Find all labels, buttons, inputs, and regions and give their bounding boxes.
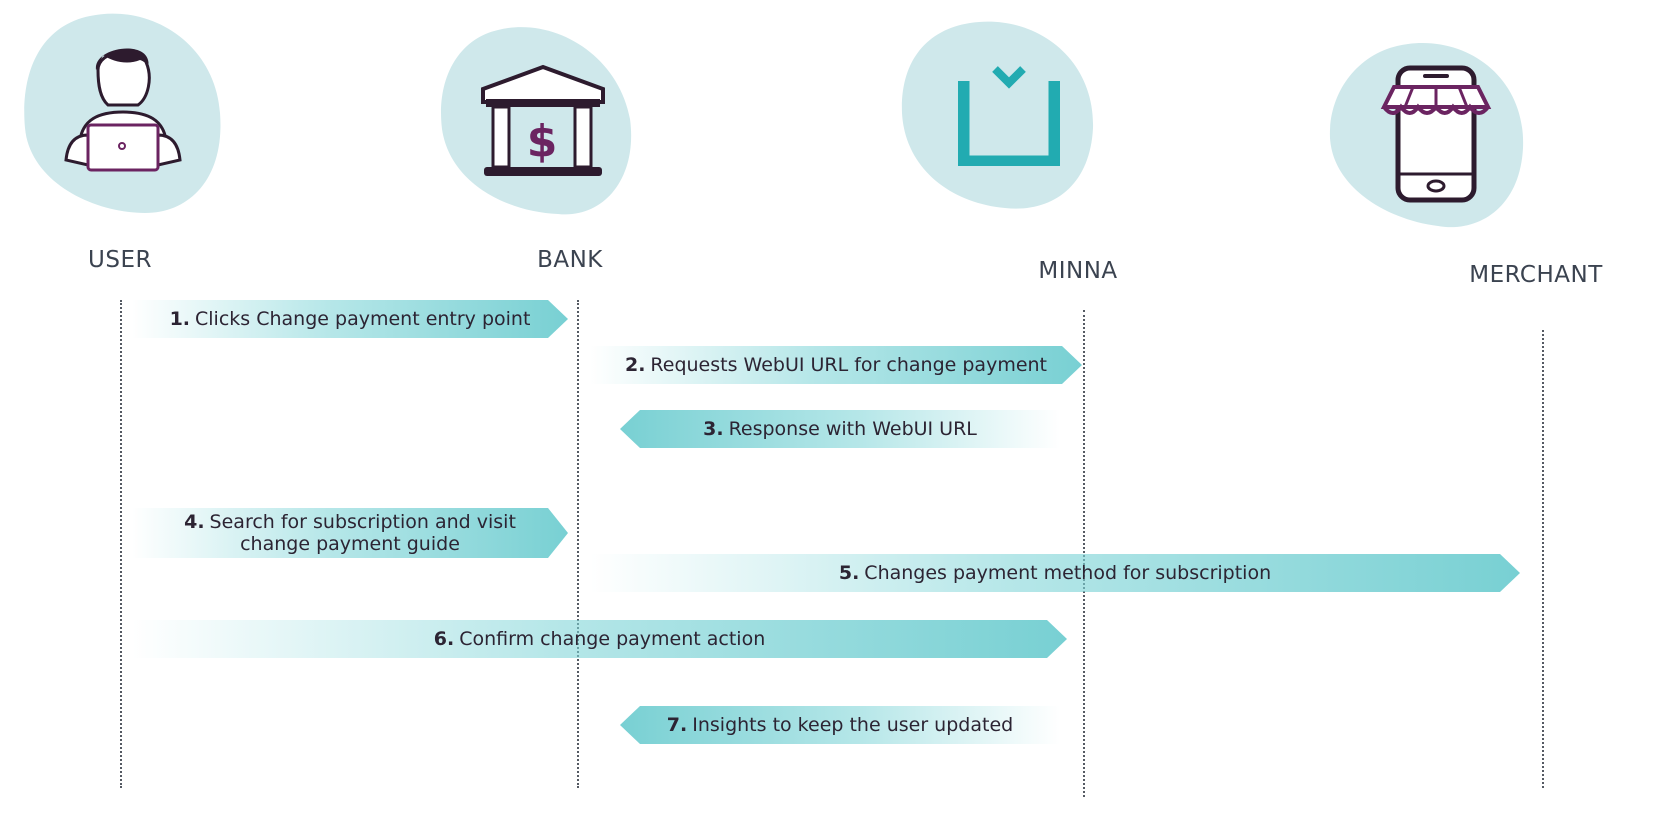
message-arrow-2: 2.Requests WebUI URL for change payment [590, 346, 1082, 384]
step-number: 5. [838, 562, 860, 584]
actor-label-minna: MINNA [1038, 258, 1118, 284]
lifeline-minna [1083, 310, 1085, 797]
step-number: 4. [184, 511, 205, 533]
step-number: 6. [433, 628, 455, 650]
actor-label-merchant: MERCHANT [1469, 262, 1603, 288]
lifeline-bank [577, 300, 579, 788]
message-arrow-7: 7.Insights to keep the user updated [620, 706, 1060, 744]
lifeline-user [120, 300, 122, 788]
lifeline-merchant [1542, 330, 1544, 788]
message-arrow-1: 1.Clicks Change payment entry point [132, 300, 568, 338]
step-number: 7. [666, 714, 688, 736]
step-text: Requests WebUI URL for change payment [650, 354, 1048, 376]
step-text: Insights to keep the user updated [692, 714, 1014, 736]
step-text: Response with WebUI URL [728, 418, 977, 440]
step-number: 2. [624, 354, 646, 376]
message-arrow-3: 3.Response with WebUI URL [620, 410, 1060, 448]
actor-label-bank: BANK [537, 247, 603, 273]
step-text: Confirm change payment action [459, 628, 766, 650]
person-laptop-icon [64, 48, 182, 172]
message-arrow-4: 4.Search for subscription and visit chan… [132, 508, 568, 558]
actor-label-user: USER [88, 247, 152, 273]
store-phone-icon [1380, 65, 1492, 203]
step-text: Clicks Change payment entry point [195, 308, 531, 330]
svg-text:$: $ [527, 116, 558, 167]
step-number: 1. [169, 308, 191, 330]
minna-logo-icon [958, 66, 1060, 166]
bank-building-icon: $ [481, 64, 605, 176]
message-arrow-6: 6.Confirm change payment action [132, 620, 1067, 658]
step-number: 3. [703, 418, 724, 440]
message-arrow-5: 5.Changes payment method for subscriptio… [590, 554, 1520, 592]
step-text: Changes payment method for subscription [864, 562, 1272, 584]
step-text: Search for subscription and visit change… [209, 511, 516, 555]
